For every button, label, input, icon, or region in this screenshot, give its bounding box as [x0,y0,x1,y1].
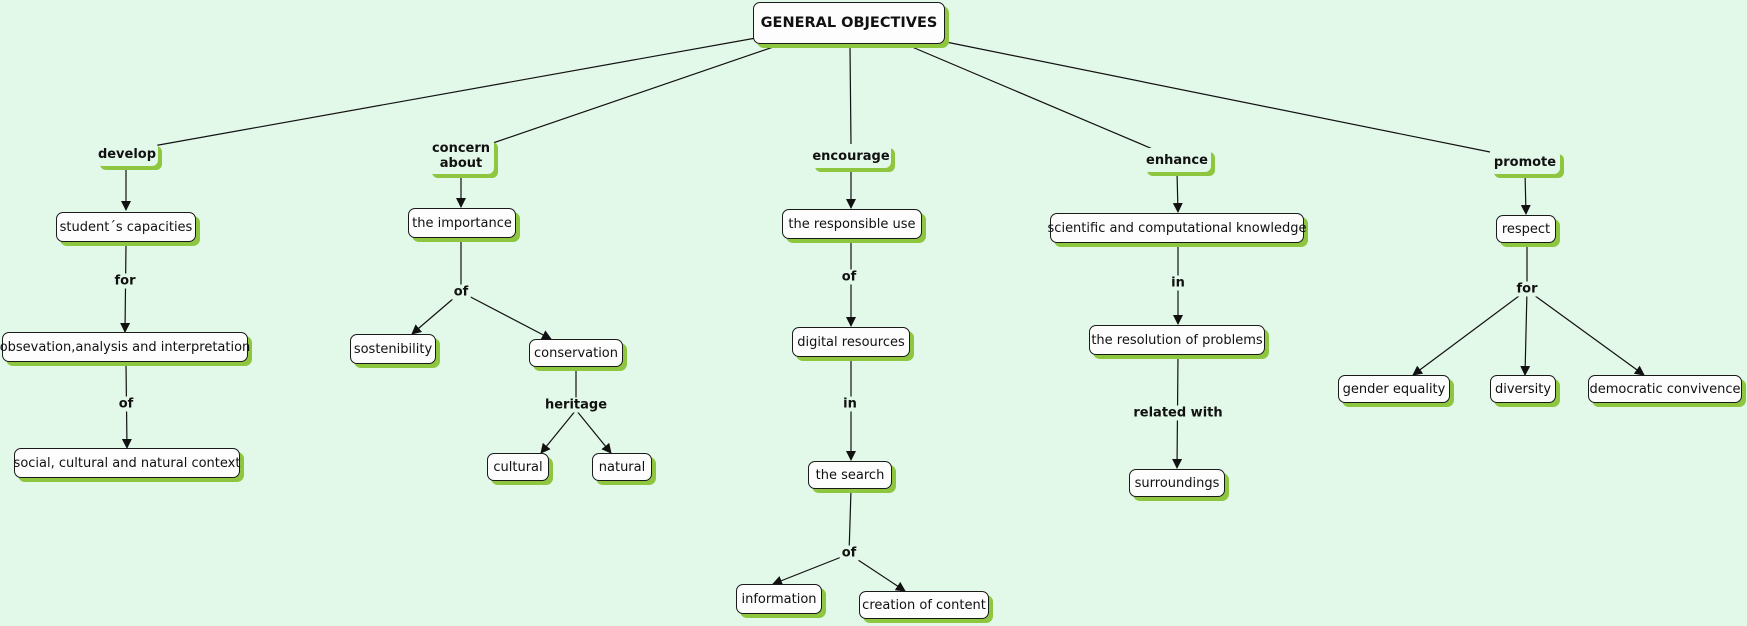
concept-creation-of-content[interactable]: creation of content [859,591,989,619]
concept-scientific-knowledge[interactable]: scientific and computational knowledge [1048,213,1306,243]
concept-resolution-of-problems[interactable]: the resolution of problems [1089,325,1265,355]
concept-surroundings[interactable]: surroundings [1129,469,1225,497]
concept-gender-equality[interactable]: gender equality [1338,375,1450,403]
link-concern-about[interactable]: concern about [428,138,494,174]
link-label-in[interactable]: in [841,396,859,412]
concept-responsible-use[interactable]: the responsible use [782,209,922,239]
concept-students-capacities[interactable]: student´s capacities [56,212,196,242]
concept-respect[interactable]: respect [1496,215,1556,243]
link-label-of[interactable]: of [839,545,859,561]
concept-democratic-convivence[interactable]: democratic convivence [1588,375,1742,403]
concept-digital-resources[interactable]: digital resources [792,327,910,357]
link-label-of[interactable]: of [839,269,859,285]
concept-the-search[interactable]: the search [808,461,892,489]
link-develop[interactable]: develop [96,142,158,166]
link-label-related-with[interactable]: related with [1131,405,1225,421]
concept-the-importance[interactable]: the importance [408,208,516,238]
link-promote[interactable]: promote [1490,150,1560,174]
link-label-of[interactable]: of [451,284,471,300]
concept-information[interactable]: information [736,584,822,614]
concept-sostenibility[interactable]: sostenibility [350,334,436,364]
concept-cultural[interactable]: cultural [487,453,549,481]
concept-conservation[interactable]: conservation [529,339,623,367]
concept-diversity[interactable]: diversity [1490,375,1556,403]
root-node-general-objectives[interactable]: GENERAL OBJECTIVES [753,2,945,44]
link-encourage[interactable]: encourage [811,144,891,168]
concept-observation-analysis[interactable]: obsevation,analysis and interpretation [0,332,250,362]
link-enhance[interactable]: enhance [1143,148,1211,172]
link-label-of[interactable]: of [116,396,136,412]
concept-social-cultural-context[interactable]: social, cultural and natural context [14,448,240,478]
link-label-for[interactable]: for [1514,281,1540,297]
concept-natural[interactable]: natural [592,453,652,481]
link-label-for[interactable]: for [112,273,138,289]
link-label-in[interactable]: in [1169,275,1187,291]
link-label-heritage[interactable]: heritage [542,397,610,413]
